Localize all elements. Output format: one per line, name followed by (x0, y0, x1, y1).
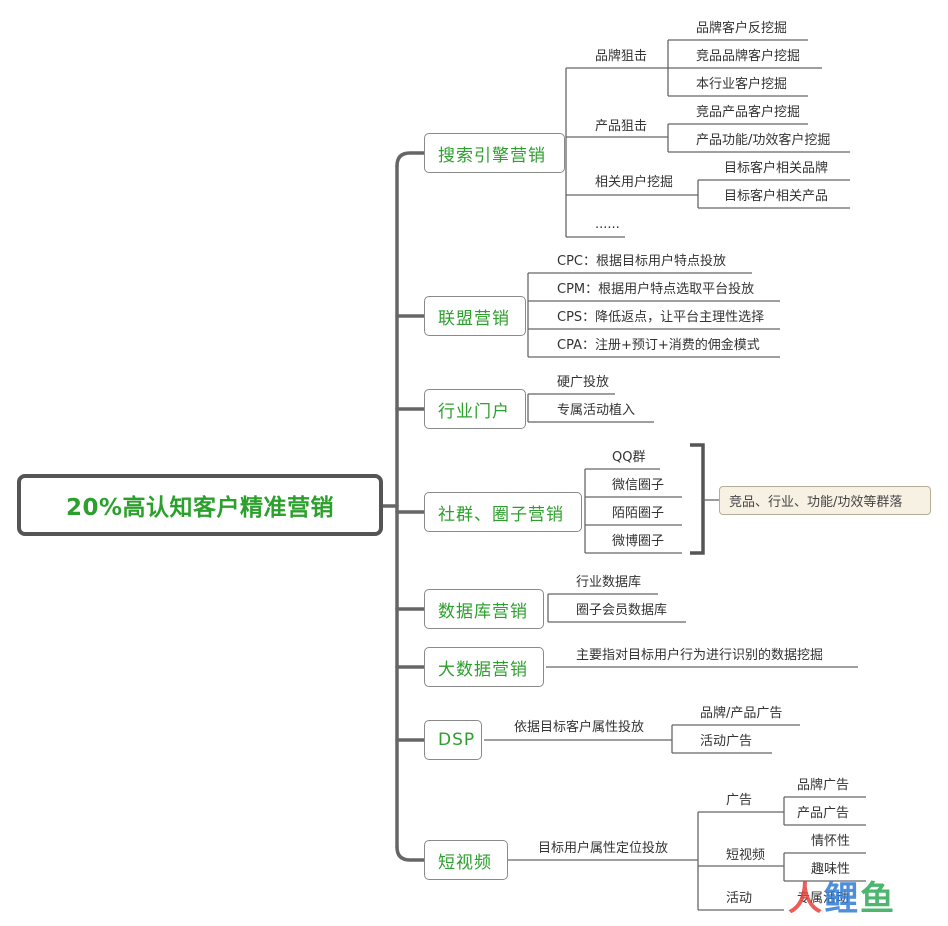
leaf-video-ad-2[interactable]: 产品广告 (797, 806, 850, 821)
node-industry-portal[interactable]: 行业门户 (424, 389, 526, 429)
leaf-portal-2[interactable]: 专属活动植入 (557, 403, 636, 418)
label-video-short[interactable]: 短视频 (726, 848, 766, 863)
node-short-video[interactable]: 短视频 (424, 840, 508, 880)
node-search-engine[interactable]: 搜索引擎营销 (424, 133, 565, 173)
label-video-targeting[interactable]: 目标用户属性定位投放 (538, 841, 669, 856)
node-database[interactable]: 数据库营销 (424, 589, 544, 629)
leaf-community-qq[interactable]: QQ群 (612, 450, 646, 465)
root-node[interactable]: 20%高认知客户精准营销 (17, 474, 383, 536)
leaf-related-2[interactable]: 目标客户相关产品 (724, 189, 829, 204)
leaf-brand-2[interactable]: 竞品品牌客户挖掘 (696, 49, 801, 64)
leaf-union-cpc[interactable]: CPC：根据目标用户特点投放 (557, 254, 726, 269)
logo-part-3: 鱼 (860, 879, 896, 919)
leaf-video-short-2[interactable]: 趣味性 (811, 862, 851, 877)
node-bigdata[interactable]: 大数据营销 (424, 647, 544, 687)
leaf-product-2[interactable]: 产品功能/功效客户挖掘 (696, 133, 831, 148)
label-brand-sniping[interactable]: 品牌狙击 (595, 49, 648, 64)
label-dsp-targeting[interactable]: 依据目标客户属性投放 (514, 720, 645, 735)
leaf-product-1[interactable]: 竞品产品客户挖掘 (696, 105, 801, 120)
node-community[interactable]: 社群、圈子营销 (424, 492, 582, 532)
logo-part-2: 鲤 (824, 879, 860, 919)
label-video-activity[interactable]: 活动 (726, 891, 753, 906)
watermark-logo: 人鲤鱼 (788, 878, 896, 920)
leaf-bigdata-1[interactable]: 主要指对目标用户行为进行识别的数据挖掘 (576, 648, 824, 663)
leaf-union-cps[interactable]: CPS：降低返点，让平台主理性选择 (557, 310, 765, 325)
label-video-ad[interactable]: 广告 (726, 793, 753, 808)
community-note[interactable]: 竞品、行业、功能/功效等群落 (719, 486, 931, 515)
leaf-related-1[interactable]: 目标客户相关品牌 (724, 161, 829, 176)
label-product-sniping[interactable]: 产品狙击 (595, 119, 648, 134)
leaf-community-weibo[interactable]: 微博圈子 (612, 534, 665, 549)
leaf-video-activity-1[interactable]: 专属活动 (797, 891, 850, 906)
leaf-video-short-1[interactable]: 情怀性 (811, 834, 851, 849)
leaf-union-cpa[interactable]: CPA：注册+预订+消费的佣金模式 (557, 338, 760, 353)
label-related-users[interactable]: 相关用户挖掘 (595, 175, 674, 190)
node-dsp[interactable]: DSP (424, 720, 482, 760)
logo-part-1: 人 (788, 879, 824, 919)
leaf-union-cpm[interactable]: CPM：根据用户特点选取平台投放 (557, 282, 755, 297)
leaf-community-wechat[interactable]: 微信圈子 (612, 478, 665, 493)
leaf-database-2[interactable]: 圈子会员数据库 (576, 603, 668, 618)
leaf-brand-1[interactable]: 品牌客户反挖掘 (696, 21, 788, 36)
leaf-dsp-1[interactable]: 品牌/产品广告 (700, 706, 783, 721)
node-union-marketing[interactable]: 联盟营销 (424, 296, 526, 336)
community-bracket (690, 443, 705, 555)
leaf-dsp-2[interactable]: 活动广告 (700, 734, 753, 749)
leaf-portal-1[interactable]: 硬广投放 (557, 375, 610, 390)
leaf-community-momo[interactable]: 陌陌圈子 (612, 506, 665, 521)
leaf-video-ad-1[interactable]: 品牌广告 (797, 778, 850, 793)
leaf-brand-3[interactable]: 本行业客户挖掘 (696, 77, 788, 92)
leaf-database-1[interactable]: 行业数据库 (576, 575, 642, 590)
label-more[interactable]: ...... (595, 217, 620, 232)
